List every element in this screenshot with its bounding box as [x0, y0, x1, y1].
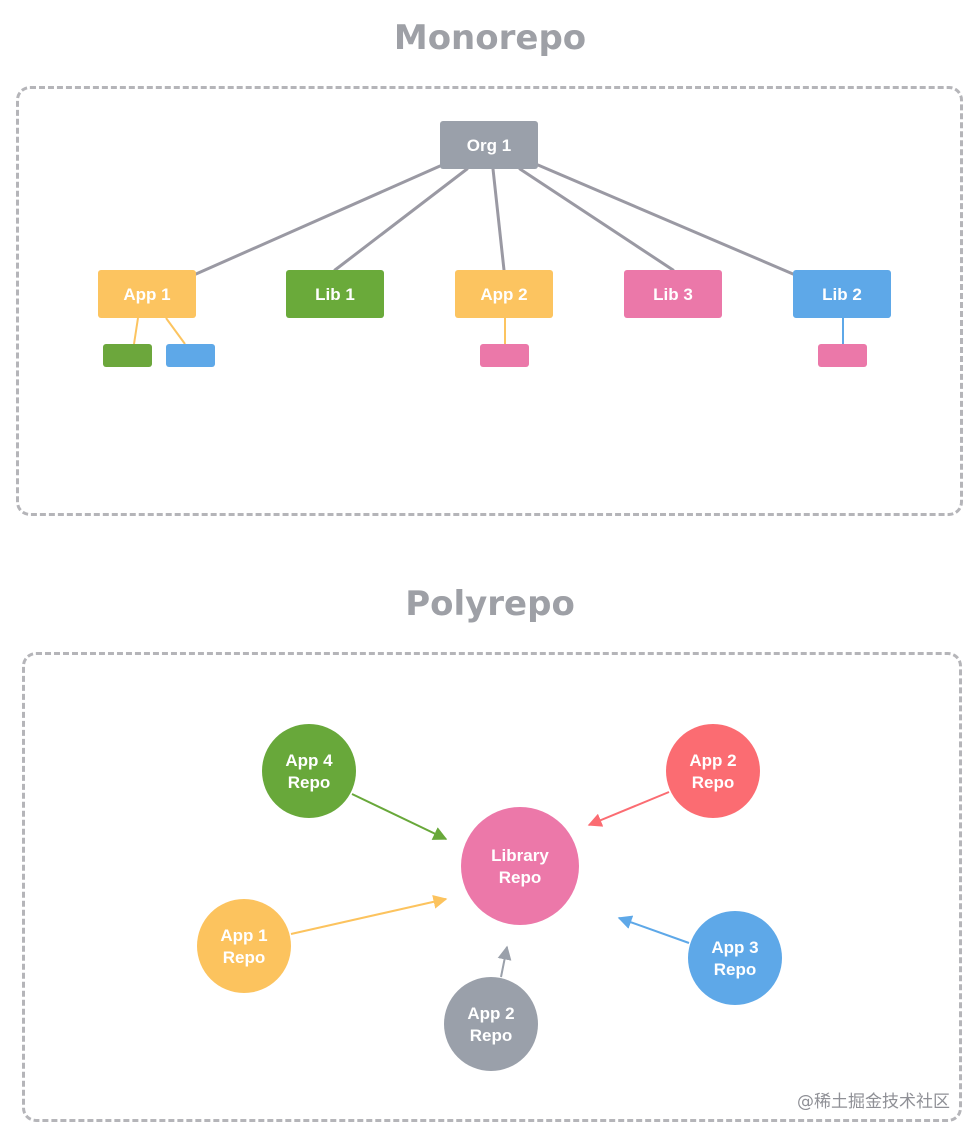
app3-repo-node-label: Repo [714, 960, 757, 979]
app2-repo-node-circle [666, 724, 760, 818]
app2-repo-node-label: Repo [692, 773, 735, 792]
dependency-box [103, 344, 152, 367]
dependency-box [818, 344, 867, 367]
app3-repo-node-circle [688, 911, 782, 1005]
app3-repo-node: App 3 Repo [688, 911, 782, 1005]
app4-repo-node-label: Repo [288, 773, 331, 792]
app2-repo-node-gray: App 2 Repo [444, 977, 538, 1071]
tree-node-lib-1: Lib 1 [286, 270, 384, 318]
dependency-box [480, 344, 529, 367]
watermark: @稀土掘金技术社区 [797, 1092, 950, 1112]
app1-repo-node-label: App 1 [220, 926, 267, 945]
org-node: Org 1 [440, 121, 538, 169]
tree-node-label: Lib 3 [653, 285, 693, 304]
dependency-arrow [587, 791, 670, 827]
tree-node-box [286, 270, 384, 318]
tree-node-box [793, 270, 891, 318]
tree-edge [333, 167, 469, 272]
tree-node-lib-2: Lib 2 [793, 270, 891, 367]
dependency-arrow [617, 915, 690, 944]
tree-node-label: App 1 [123, 285, 170, 304]
dependency-connector [133, 317, 139, 345]
library-repo-node-label: Repo [499, 868, 542, 887]
dependency-arrow [497, 945, 512, 978]
org-label: Org 1 [467, 136, 511, 155]
tree-node-label: App 2 [480, 285, 527, 304]
tree-node-box [455, 270, 553, 318]
app4-repo-node-label: App 4 [285, 751, 333, 770]
tree-node-lib-3: Lib 3 [624, 270, 722, 318]
monorepo-title: Monorepo [393, 18, 587, 58]
app2-repo-node-gray-label: App 2 [467, 1004, 514, 1023]
tree-edge [194, 164, 442, 276]
dependency-connector [165, 317, 186, 345]
tree-node-box [98, 270, 196, 318]
app2-repo-node: App 2 Repo [666, 724, 760, 818]
tree-edge [491, 167, 506, 272]
monorepo-frame [16, 86, 963, 516]
dependency-arrow [351, 793, 448, 840]
app1-repo-node-circle [197, 899, 291, 993]
app2-repo-node-gray-circle [444, 977, 538, 1071]
tree-edge [536, 163, 795, 276]
polyrepo-frame [22, 652, 962, 1122]
library-repo-node-label: Library [491, 846, 549, 865]
tree-node-app-2: App 2 [455, 270, 553, 367]
app3-repo-node-label: App 3 [711, 938, 758, 957]
tree-node-app-1: App 1 [98, 270, 215, 367]
app4-repo-node: App 4 Repo [262, 724, 356, 818]
app2-repo-node-label: App 2 [689, 751, 736, 770]
polyrepo-title: Polyrepo [405, 584, 575, 624]
app4-repo-node-circle [262, 724, 356, 818]
library-repo-node-circle [461, 807, 579, 925]
tree-node-box [624, 270, 722, 318]
app1-repo-node: App 1 Repo [197, 899, 291, 993]
app2-repo-node-gray-label: Repo [470, 1026, 513, 1045]
dependency-arrow [290, 894, 448, 935]
tree-node-label: Lib 1 [315, 285, 355, 304]
tree-edge [518, 167, 675, 272]
tree-node-label: Lib 2 [822, 285, 862, 304]
org-box [440, 121, 538, 169]
app1-repo-node-label: Repo [223, 948, 266, 967]
dependency-box [166, 344, 215, 367]
